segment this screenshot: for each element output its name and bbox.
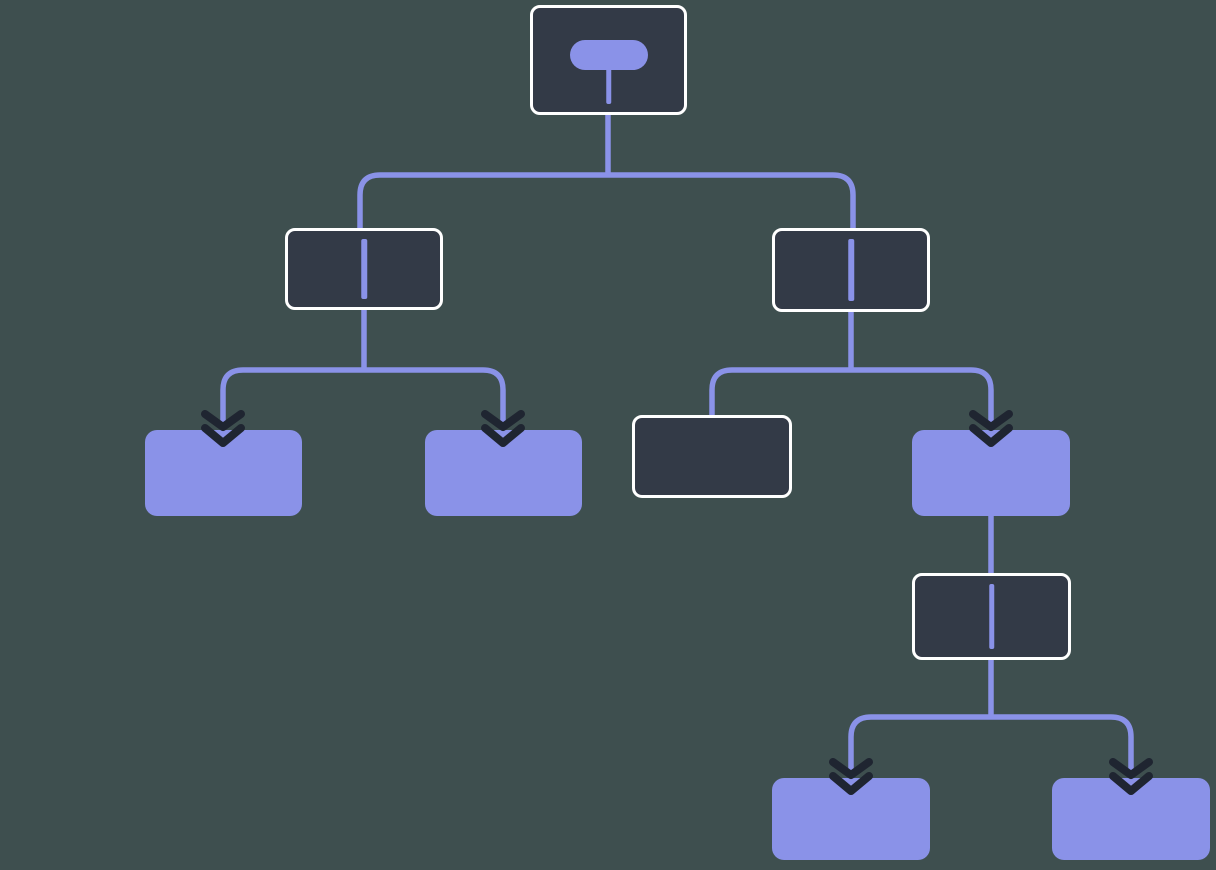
node-branch-left[interactable] <box>285 228 443 310</box>
node-root[interactable] <box>530 5 687 115</box>
vertical-line-icon <box>361 239 367 299</box>
double-chevron-down-icon <box>829 758 873 795</box>
edge-root-branch-bar <box>357 172 856 232</box>
vertical-line-icon <box>848 239 854 301</box>
node-branch-right[interactable] <box>772 228 930 312</box>
edge-bottom-children-bar <box>848 714 1134 780</box>
edge-right-children-bar <box>709 367 994 432</box>
node-branch-bottom[interactable] <box>912 573 1071 660</box>
pill-icon <box>569 40 648 70</box>
vertical-line-icon <box>988 584 995 649</box>
edge-left-children-bar <box>220 367 506 432</box>
root-stem-line <box>605 66 612 104</box>
double-chevron-down-icon <box>969 410 1013 447</box>
double-chevron-down-icon <box>481 410 525 447</box>
double-chevron-down-icon <box>1109 758 1153 795</box>
double-chevron-down-icon <box>201 410 245 447</box>
node-dark-leaf[interactable] <box>632 415 792 498</box>
